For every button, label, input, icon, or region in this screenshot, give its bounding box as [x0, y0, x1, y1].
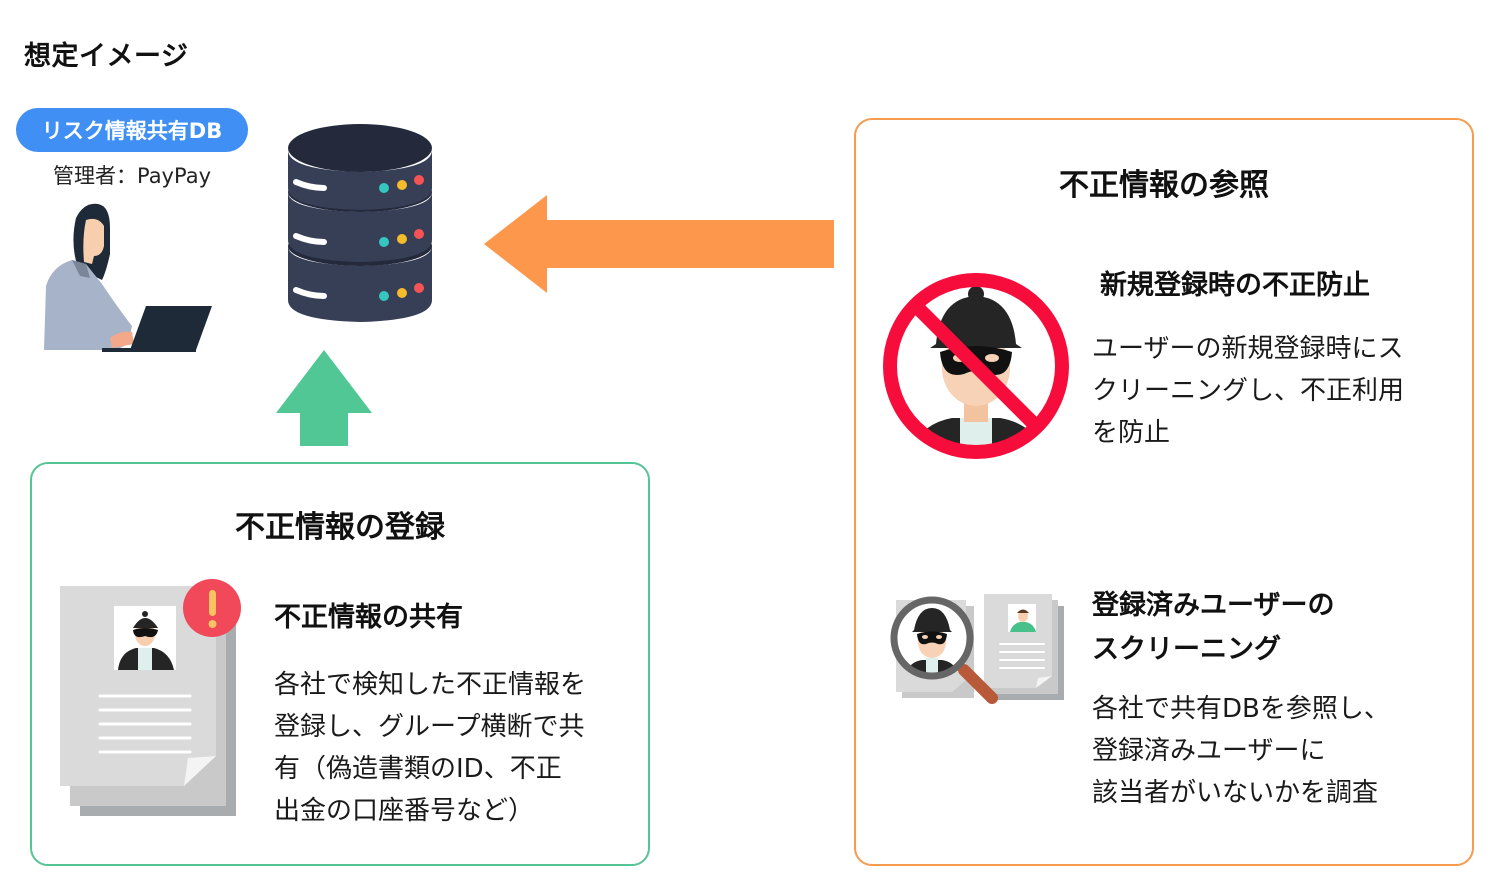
server-database-icon	[288, 124, 432, 322]
magnifier-screening-icon	[890, 594, 1064, 704]
register-panel-title: 不正情報の登録	[235, 510, 445, 545]
prevent-description-line: を防止	[1092, 418, 1171, 448]
screening-description-line: 登録済みユーザーに	[1092, 736, 1326, 766]
admin-at-laptop-icon	[44, 203, 212, 352]
share-description-line: 出金の口座番号など）	[274, 796, 535, 826]
admin-label: 管理者：PayPay	[52, 164, 212, 188]
screening-title: 登録済みユーザーの スクリーニング	[1092, 584, 1462, 672]
screening-description: 各社で共有DBを参照し、 登録済みユーザーに 該当者がいないかを調査	[1092, 688, 1462, 814]
screening-title-line: スクリーニング	[1092, 634, 1281, 665]
share-description: 各社で検知した不正情報を 登録し、グループ横断で共 有（偽造書類のID、不正 出…	[274, 664, 644, 832]
flagged-document-icon	[60, 579, 241, 816]
db-badge: リスク情報共有DB	[16, 108, 248, 152]
share-description-line: 有（偽造書類のID、不正	[274, 754, 562, 784]
arrow-left-icon	[484, 195, 834, 293]
share-title: 不正情報の共有	[274, 602, 463, 633]
screening-description-line: 該当者がいないかを調査	[1092, 778, 1379, 808]
page-title: 想定イメージ	[24, 41, 189, 72]
arrow-up-icon	[276, 350, 372, 446]
prevent-description: ユーザーの新規登録時にス クリーニングし、不正利用 を防止	[1092, 328, 1462, 454]
prevent-description-line: ユーザーの新規登録時にス	[1092, 334, 1404, 364]
prevent-title: 新規登録時の不正防止	[1100, 270, 1370, 301]
register-panel: 不正情報の登録 不正情報の共有 各社で検知した不正情報を 登録し、グループ横断で…	[30, 462, 650, 866]
screening-title-line: 登録済みユーザーの	[1092, 590, 1335, 621]
screening-description-line: 各社で共有DBを参照し、	[1092, 694, 1390, 724]
share-description-line: 登録し、グループ横断で共	[274, 712, 585, 742]
prevent-description-line: クリーニングし、不正利用	[1092, 376, 1405, 406]
reference-panel-title: 不正情報の参照	[1059, 168, 1269, 203]
share-description-line: 各社で検知した不正情報を	[274, 670, 587, 700]
prohibited-fraudster-icon	[883, 273, 1069, 459]
reference-panel: 不正情報の参照 新規登録時の不正防止 ユーザーの新規登録時にス クリーニングし、…	[854, 118, 1474, 866]
